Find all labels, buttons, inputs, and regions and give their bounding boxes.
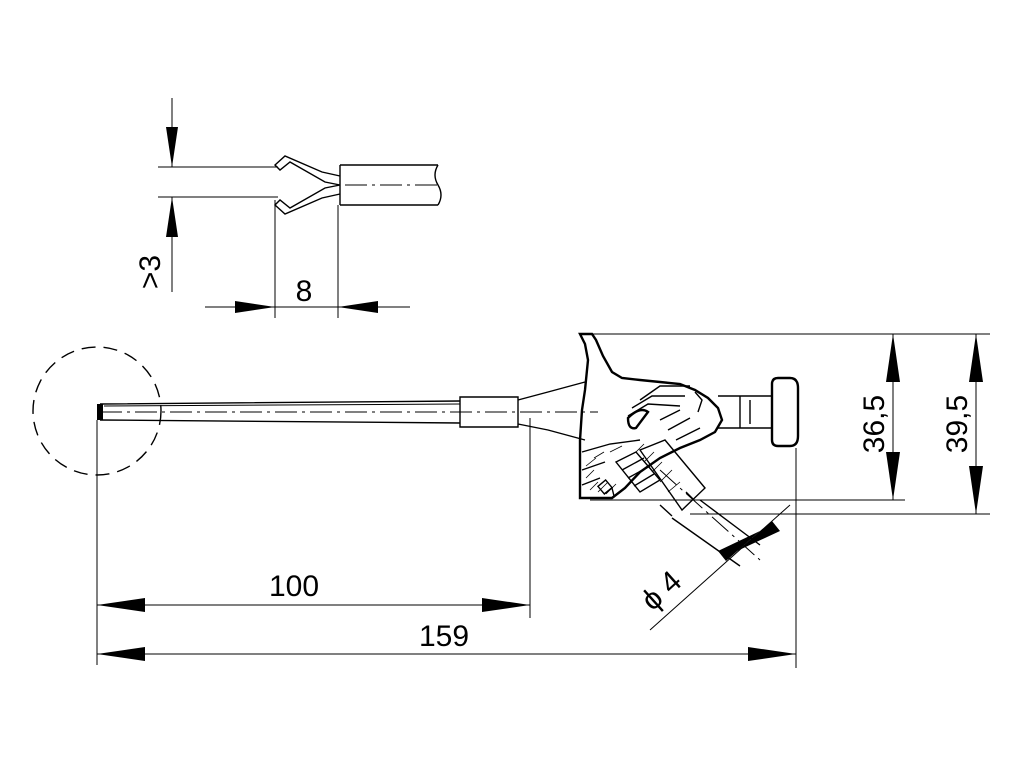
grip-ribs [626, 385, 703, 441]
probe-shaft [99, 400, 461, 424]
dim-total-length: 159 [419, 620, 469, 653]
detail-cable-break [434, 164, 442, 206]
dim-height-outer: 39,5 [941, 395, 974, 453]
tip-detail-view: >3 8 [134, 98, 442, 318]
dim-shaft-length: 100 [269, 570, 319, 603]
plunger [718, 376, 800, 448]
probe-body [578, 332, 724, 500]
probe-cone [517, 381, 586, 441]
detail-upper-jaw [273, 155, 341, 186]
probe-sleeve [459, 396, 519, 428]
dim-cable-diameter: ϕ 4 [635, 565, 688, 618]
dim-tip-length: 8 [296, 275, 313, 308]
dim-tip-opening: >3 [134, 255, 167, 289]
detail-lower-jaw [273, 184, 341, 215]
dim-height-inner: 36,5 [858, 395, 891, 453]
main-view: 100 159 36,5 39,5 ϕ 4 [32, 332, 990, 668]
cable-exit [638, 439, 706, 512]
